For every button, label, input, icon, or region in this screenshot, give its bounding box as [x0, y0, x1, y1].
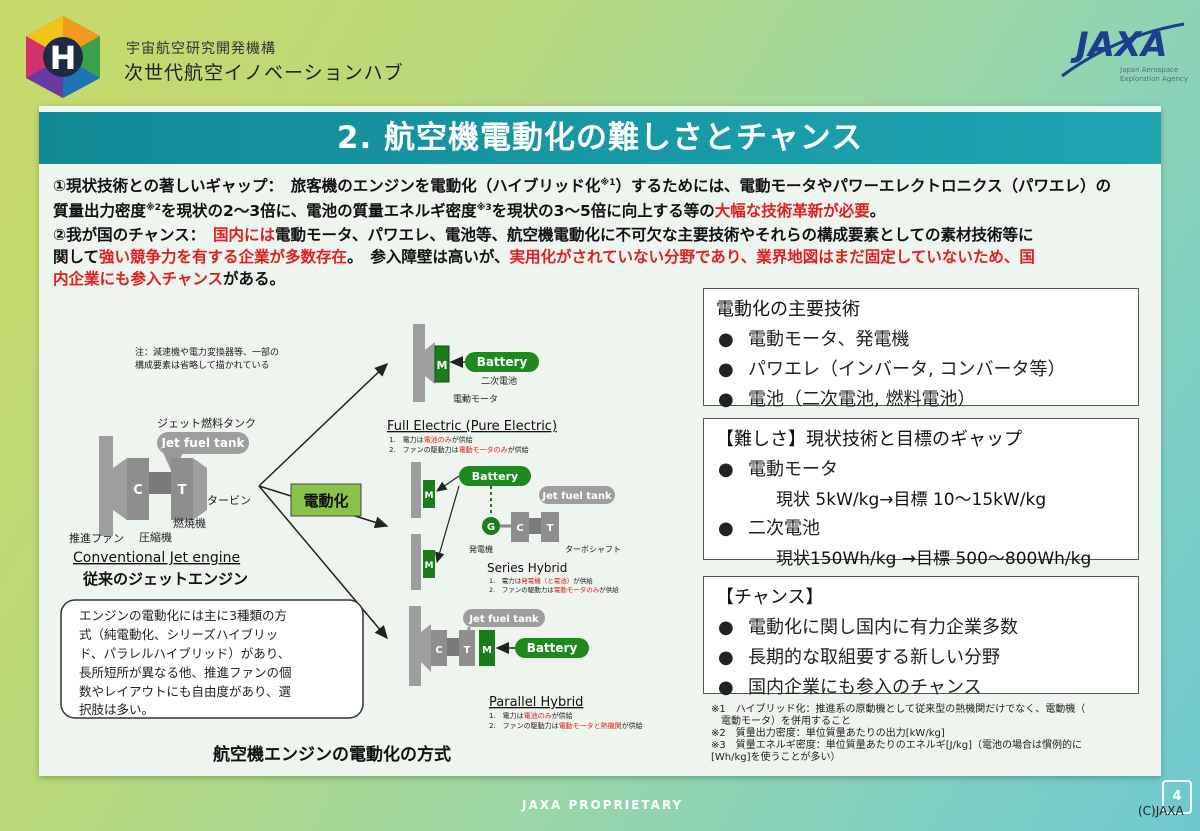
fuel-tank: Jet fuel tank	[160, 436, 245, 450]
parallel-motor-m: M	[482, 645, 492, 656]
conventional-jp: 従来のジェットエンジン	[82, 570, 248, 588]
parallel-battery: Battery	[527, 641, 578, 655]
svg-text:数やレイアウトにも自由度があり、選: 数やレイアウトにも自由度があり、選	[79, 684, 292, 699]
series-hybrid-title: Series Hybrid	[487, 561, 567, 575]
explanation-bubble	[60, 599, 364, 719]
combustor-box	[149, 472, 171, 494]
svg-text:ド、パラレルハイブリッド）があり、: ド、パラレルハイブリッド）があり、	[79, 646, 290, 661]
svg-text:エンジンの電動化には主に3種類の方: エンジンの電動化には主に3種類の方	[79, 608, 287, 623]
full-electric-title: Full Electric (Pure Electric)	[387, 419, 557, 434]
series-motor-m2: M	[425, 561, 434, 571]
copyright: (C)JAXA	[1138, 804, 1184, 818]
svg-text:長所短所が異なる他、推進ファンの個: 長所短所が異なる他、推進ファンの個	[79, 665, 292, 680]
svg-text:JAXA: JAXA	[1070, 25, 1168, 65]
series-fuel-tank: Jet fuel tank	[541, 491, 612, 502]
series-note1: 1. 電力は発電機（と電池）が供給	[489, 576, 593, 585]
series-motor-m1: M	[425, 491, 434, 501]
fan-label: 推進ファン	[69, 531, 124, 545]
generator-label: 発電機	[469, 544, 493, 554]
compressor-c: C	[133, 483, 143, 498]
full-note2: 2. ファンの駆動力は電動モータのみが供給	[389, 445, 529, 454]
series-battery: Battery	[472, 470, 518, 483]
jaxa-logo: JAXA	[1061, 22, 1185, 78]
fan-disk	[99, 436, 113, 536]
electrification-diagram: 注：減速機や電力変換器等、一部の 構成要素は省略して描かれている ジェット燃料タ…	[60, 324, 643, 765]
slide-title: 2. 航空機電動化の難しさとチャンス	[39, 112, 1161, 164]
compressor-label: 圧縮機	[139, 530, 172, 544]
svg-text:式（純電動化、シリーズハイブリッ: 式（純電動化、シリーズハイブリッ	[79, 627, 278, 642]
series-generator-g: G	[487, 522, 495, 533]
full-note1: 1. 電力は電池のみが供給	[389, 435, 473, 444]
note-line2: 構成要素は省略して描かれている	[135, 359, 269, 371]
secondary-battery-label: 二次電池	[481, 375, 517, 387]
parallel-compressor-c: C	[435, 645, 442, 656]
parallel-turbine-t: T	[464, 645, 471, 656]
chance-box: 【チャンス】 ●電動化に関し国内に有力企業多数 ●長期的な取組要する新しい分野 …	[703, 576, 1139, 698]
svg-text:択肢は多い。: 択肢は多い。	[79, 702, 154, 717]
note-line1: 注：減速機や電力変換器等、一部の	[135, 346, 279, 358]
parallel-note2: 2. ファンの駆動力は電動モータと熱機関が供給	[489, 721, 643, 730]
innovation-hub-logo: H	[26, 16, 100, 98]
org-name: 宇宙航空研究開発機構	[126, 41, 276, 57]
page-number: 4	[1162, 780, 1192, 814]
fuel-tank-label: ジェット燃料タンク	[157, 416, 256, 430]
chance-paragraph: ②我が国のチャンス： 国内には電動モータ、パワエレ、電池等、航空機電動化に不可欠…	[53, 226, 1035, 288]
content-panel: 2. 航空機電動化の難しさとチャンス ①現状技術との著しいギャップ： 旅客機のエ…	[39, 106, 1161, 776]
turbine-label: タービン	[207, 494, 251, 507]
main-tech-box: 電動化の主要技術 ●電動モータ、発電機 ●パワエレ（インバータ, コンバータ等）…	[703, 288, 1139, 410]
motor-label: 電動モータ	[453, 394, 498, 405]
diagram-caption: 航空機エンジンの電動化の方式	[213, 744, 451, 765]
turbo-shaft-label: ターボシャフト	[565, 545, 621, 554]
series-note2: 2. ファンの駆動力は電動モータのみが供給	[489, 585, 619, 594]
series-compressor-c: C	[516, 523, 523, 534]
electrify-box: 電動化	[303, 492, 348, 510]
parallel-hybrid-title: Parallel Hybrid	[489, 695, 583, 710]
footnotes: ※1 ハイブリッド化：推進系の原動機として従来型の熱機関だけでなく、電動機（ 電…	[711, 704, 1086, 763]
parallel-note1: 1. 電力は電池のみが供給	[489, 711, 573, 720]
difficulty-box: 【難しさ】現状技術と目標のギャップ ●電動モータ 現状 5kW/kg→目標 10…	[703, 418, 1139, 569]
series-turbine-t: T	[547, 523, 554, 534]
full-battery: Battery	[477, 355, 528, 369]
full-motor-m: M	[437, 359, 448, 372]
gap-paragraph: ①現状技術との著しいギャップ： 旅客機のエンジンを電動化（ハイブリッド化※1）す…	[53, 177, 1111, 221]
footer-proprietary: JAXA PROPRIETARY	[522, 798, 684, 812]
conventional-en: Conventional Jet engine	[73, 550, 240, 566]
org-subname: 次世代航空イノベーションハブ	[124, 62, 404, 84]
parallel-fuel-tank: Jet fuel tank	[468, 614, 539, 625]
svg-text:H: H	[50, 39, 77, 77]
combustor-label: 燃焼機	[173, 516, 206, 530]
turbine-t: T	[178, 483, 187, 498]
